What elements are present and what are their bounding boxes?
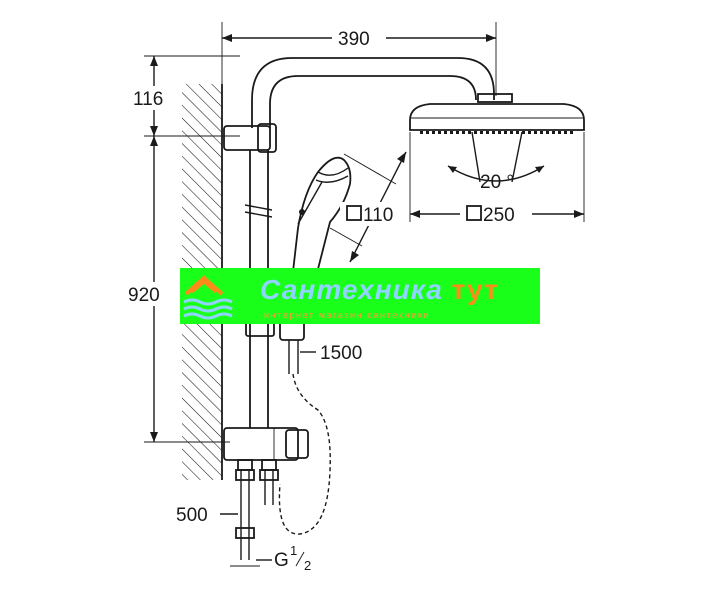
nozzle-dot	[522, 131, 525, 134]
nozzle-dot	[498, 131, 501, 134]
nozzle-dot	[432, 131, 435, 134]
head-shower: 20 °	[409, 93, 585, 193]
connection-hoses	[230, 469, 279, 567]
dim-920-label: 920	[128, 285, 160, 306]
nozzle-dot	[570, 131, 573, 134]
riser-pipe	[244, 57, 495, 428]
nozzle-dot	[438, 131, 441, 134]
nozzle-dot	[444, 131, 447, 134]
upper-bracket	[223, 123, 277, 153]
nozzle-dot	[552, 131, 555, 134]
nozzle-dot	[504, 131, 507, 134]
nozzle-dot	[486, 131, 489, 134]
dim-110-label: 110	[363, 205, 393, 226]
mixer-body	[223, 427, 309, 471]
thread-den-label: 2	[304, 558, 311, 573]
dimension-width: 390	[221, 22, 497, 96]
dimension-head-shower: 250	[409, 132, 585, 226]
nozzle-dot	[546, 131, 549, 134]
hose: 1500	[278, 340, 382, 535]
dimension-bottom: 500 G 1 2	[176, 505, 311, 573]
nozzle-dot	[474, 131, 477, 134]
nozzle-dot	[516, 131, 519, 134]
dim-390-label: 390	[338, 29, 370, 50]
square-symbol-icon	[466, 205, 482, 221]
brand-name-accent: тут	[451, 274, 499, 305]
nozzle-dot	[420, 131, 423, 134]
nozzle-dot	[450, 131, 453, 134]
hand-shower: 110	[286, 151, 407, 317]
dimension-vertical: 116 920	[126, 55, 240, 443]
nozzle-dot	[564, 131, 567, 134]
house-water-logo-icon	[183, 275, 233, 320]
watermark-banner: Сантехника тут интернет магазин сантехни…	[180, 268, 540, 324]
angle-label: 20 °	[480, 172, 514, 193]
square-symbol-icon	[346, 205, 362, 221]
thread-num-label: 1	[290, 543, 297, 558]
dim-500-label: 500	[176, 505, 208, 526]
nozzle-dot	[468, 131, 471, 134]
dim-250-label: 250	[483, 205, 515, 226]
dim-1500-label: 1500	[320, 343, 362, 364]
nozzle-dot	[534, 131, 537, 134]
brand-name-primary: Сантехника	[260, 274, 452, 305]
nozzle-dot	[540, 131, 543, 134]
nozzle-dot	[510, 131, 513, 134]
nozzle-dot	[480, 131, 483, 134]
watermark-brand-name: Сантехника тут	[260, 274, 499, 306]
nozzle-dot	[426, 131, 429, 134]
nozzle-dot	[492, 131, 495, 134]
nozzle-dot	[528, 131, 531, 134]
nozzle-dot	[462, 131, 465, 134]
thread-prefix-label: G	[274, 550, 289, 571]
nozzle-dot	[456, 131, 459, 134]
watermark-tagline: интернет магазин сантехники	[264, 310, 431, 320]
nozzle-dot	[558, 131, 561, 134]
dim-116-label: 116	[133, 89, 163, 110]
